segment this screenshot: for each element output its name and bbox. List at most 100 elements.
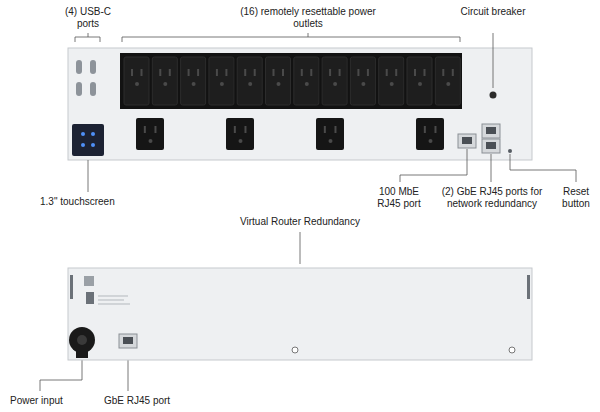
outlet-slot xyxy=(169,69,171,76)
power-outlet xyxy=(379,57,404,105)
rj45-jack xyxy=(462,137,472,144)
outlet-slot xyxy=(131,69,133,76)
outlet-ground xyxy=(192,82,196,86)
outlet-slot xyxy=(324,126,326,133)
leader-line xyxy=(400,149,467,182)
callout-label: (2) GbE RJ45 ports for network redundanc… xyxy=(432,186,552,210)
power-outlet xyxy=(294,57,319,105)
outlet-face xyxy=(181,57,206,105)
power-outlet xyxy=(226,118,254,150)
sticker-line xyxy=(98,304,130,305)
screen-icon xyxy=(81,132,85,136)
outlet-ground xyxy=(305,82,309,86)
leader-line xyxy=(493,33,494,88)
leader-line xyxy=(300,232,301,264)
usb-c-port xyxy=(76,60,82,74)
rj45-gbe-port xyxy=(482,139,500,153)
outlet-face xyxy=(379,57,404,105)
outlet-slot xyxy=(339,69,341,76)
power-outlet xyxy=(316,118,344,150)
power-outlet xyxy=(136,118,164,150)
outlet-slot xyxy=(414,69,416,76)
sticker-line xyxy=(98,296,128,297)
outlet-slot xyxy=(234,126,236,133)
outlet-slot xyxy=(301,69,303,76)
screen-icon xyxy=(91,132,95,136)
outlet-ground xyxy=(333,82,337,86)
outlet-ground xyxy=(248,82,252,86)
outlet-face xyxy=(350,57,375,105)
callout-label: Power input xyxy=(10,395,90,407)
power-outlet xyxy=(350,57,375,105)
sticker-line xyxy=(98,300,124,301)
outlet-slot xyxy=(395,69,397,76)
outlet-ground xyxy=(220,82,224,86)
outlet-face xyxy=(316,118,344,150)
outlet-slot xyxy=(442,69,444,76)
rj45-gbe-port xyxy=(119,334,137,348)
outlet-face xyxy=(136,118,164,150)
usb-c-port xyxy=(90,60,96,74)
outlet-face xyxy=(266,57,291,105)
outlet-face xyxy=(322,57,347,105)
outlet-face xyxy=(294,57,319,105)
outlet-face xyxy=(152,57,177,105)
outlet-slot xyxy=(310,69,312,76)
back-panel xyxy=(68,268,532,360)
outlet-slot xyxy=(273,69,275,76)
power-outlet xyxy=(435,57,460,105)
outlet-slot xyxy=(188,69,190,76)
outlet-slot xyxy=(367,69,369,76)
outlet-slot xyxy=(334,126,336,133)
touchscreen xyxy=(72,124,104,156)
callout-label: Circuit breaker xyxy=(458,6,528,18)
outlet-band xyxy=(120,53,462,109)
bracket xyxy=(122,33,460,42)
outlet-face xyxy=(435,57,460,105)
leader-line xyxy=(510,154,576,182)
callout-label: Virtual Router Redundancy xyxy=(210,216,390,228)
usb-c-port xyxy=(90,82,96,96)
outlet-ground xyxy=(429,139,433,143)
leader-line xyxy=(491,154,492,182)
screen-icon xyxy=(81,143,85,147)
leader-line xyxy=(40,358,82,391)
outlet-slot xyxy=(141,69,143,76)
outlet-face xyxy=(209,57,234,105)
callout-label: (4) USB-C ports xyxy=(58,6,118,30)
outlet-ground xyxy=(163,82,167,86)
outlet-slot xyxy=(329,69,331,76)
power-outlet xyxy=(124,57,149,105)
power-cord-boot xyxy=(76,348,88,358)
outlet-ground xyxy=(329,139,333,143)
power-outlet xyxy=(266,57,291,105)
outlet-slot xyxy=(244,69,246,76)
outlet-ground xyxy=(418,82,422,86)
outlet-slot xyxy=(154,126,156,133)
outlets xyxy=(124,57,460,150)
compliance-sticker xyxy=(84,276,94,286)
power-inlet-core xyxy=(77,335,87,345)
outlet-slot xyxy=(197,69,199,76)
power-outlet xyxy=(181,57,206,105)
callout-label: Reset button xyxy=(556,186,596,210)
front-panel xyxy=(68,48,532,160)
outlet-slot xyxy=(144,126,146,133)
outlet-slot xyxy=(424,126,426,133)
outlet-slot xyxy=(216,69,218,76)
touchscreen-icons xyxy=(81,132,95,147)
outlet-ground xyxy=(361,82,365,86)
bracket xyxy=(75,33,100,42)
power-outlet xyxy=(407,57,432,105)
power-outlet xyxy=(322,57,347,105)
callout-label: 100 MbE RJ45 port xyxy=(368,186,430,210)
outlet-slot xyxy=(225,69,227,76)
callout-label: (16) remotely resettable power outlets xyxy=(238,6,378,30)
outlet-ground xyxy=(149,139,153,143)
outlet-slot xyxy=(282,69,284,76)
mounting-edge xyxy=(70,275,73,299)
outlet-slot xyxy=(386,69,388,76)
outlet-slot xyxy=(159,69,161,76)
outlet-ground xyxy=(390,82,394,86)
mounting-edge xyxy=(527,275,530,299)
